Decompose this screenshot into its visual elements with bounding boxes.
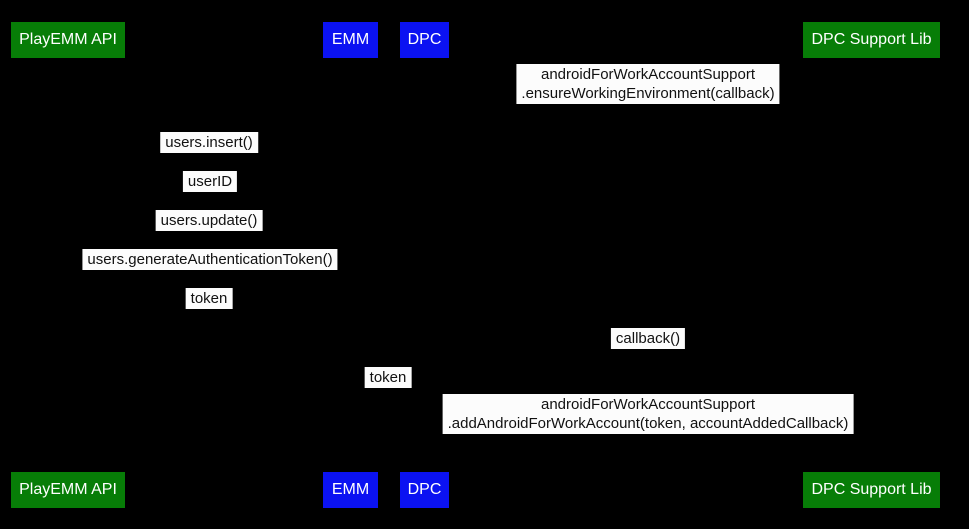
message-line: callback() — [615, 330, 681, 347]
message-users-insert: users.insert() — [160, 132, 258, 153]
actor-emm-bottom: EMM — [323, 472, 378, 508]
actor-dpc-support-lib-bottom: DPC Support Lib — [803, 472, 940, 508]
message-token-forward: token — [364, 367, 412, 388]
message-line: userID — [187, 173, 233, 190]
message-line: users.insert() — [165, 134, 253, 151]
message-line: token — [190, 290, 228, 307]
actor-playemm-api-top: PlayEMM API — [11, 22, 125, 58]
message-generate-authentication-token: users.generateAuthenticationToken() — [82, 249, 338, 270]
message-line: users.generateAuthenticationToken() — [87, 251, 333, 268]
message-line: androidForWorkAccountSupport — [541, 396, 755, 413]
actor-playemm-api-bottom: PlayEMM API — [11, 472, 125, 508]
actor-dpc-top: DPC — [400, 22, 449, 58]
message-line: .ensureWorkingEnvironment(callback) — [521, 85, 775, 102]
message-ensure-working-environment: androidForWorkAccountSupport .ensureWork… — [516, 64, 780, 104]
message-line: .addAndroidForWorkAccount(token, account… — [447, 415, 849, 432]
message-token-reply: token — [185, 288, 233, 309]
message-add-android-for-work-account: androidForWorkAccountSupport .addAndroid… — [442, 394, 854, 434]
message-line: androidForWorkAccountSupport — [540, 66, 755, 83]
actor-emm-top: EMM — [323, 22, 378, 58]
message-users-update: users.update() — [155, 210, 263, 231]
actor-dpc-support-lib-top: DPC Support Lib — [803, 22, 940, 58]
message-callback: callback() — [610, 328, 686, 349]
message-line: users.update() — [160, 212, 258, 229]
message-line: token — [369, 369, 407, 386]
actor-dpc-bottom: DPC — [400, 472, 449, 508]
message-userid: userID — [182, 171, 238, 192]
